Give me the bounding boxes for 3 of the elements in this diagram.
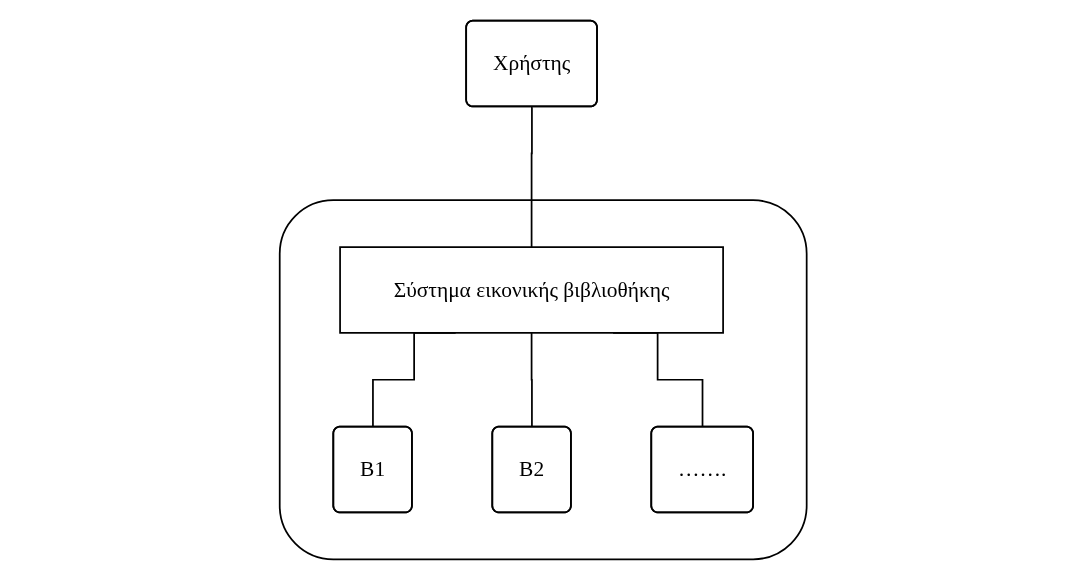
- connector: [530, 106, 533, 248]
- cluster: [278, 199, 808, 561]
- node-box: [339, 246, 724, 334]
